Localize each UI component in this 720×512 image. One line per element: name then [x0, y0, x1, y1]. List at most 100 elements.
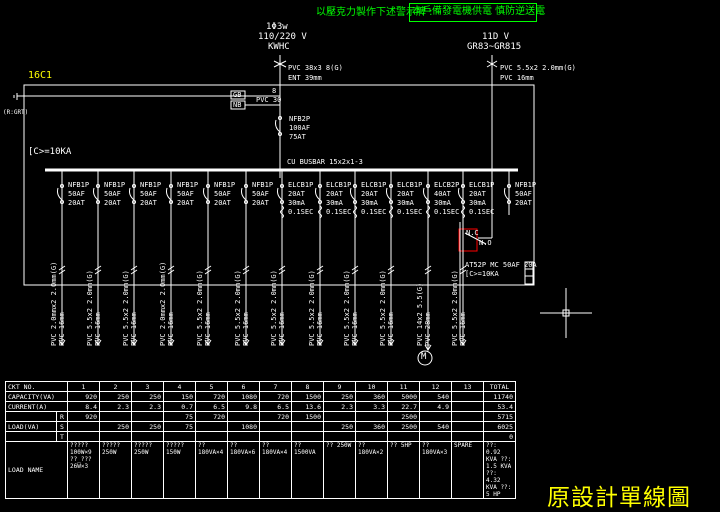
breaker-label: 30mA [434, 199, 451, 207]
breaker-label: 0.1SEC [361, 208, 387, 216]
breaker-label: 20AT [361, 190, 378, 198]
main-phase: 1Φ3w [266, 22, 288, 32]
breaker-contact [461, 184, 465, 188]
breaker-contact [244, 200, 248, 204]
schedule-header-cell: 10 [355, 381, 388, 392]
branch-arrow [204, 339, 212, 346]
conduit-spec: PVC 16mm [204, 312, 212, 346]
cable-spec: PVC 5.5x2 2.0mm(G) [308, 270, 316, 346]
ats-indicator [524, 261, 534, 285]
schedule-cell [419, 411, 452, 422]
branch-arrow [58, 339, 66, 346]
cable-spec: PVC 2.0mmx2 2.0mm(G) [50, 261, 58, 346]
breaker-arc [277, 187, 283, 201]
ats-nc: N.C [466, 229, 479, 237]
breaker-contact [244, 184, 248, 188]
breaker-contact [426, 184, 430, 188]
elcb-coil [389, 205, 393, 219]
breaker-label: ELCB1P [288, 181, 314, 189]
branch-lines [57, 170, 511, 351]
breaker-arc [93, 187, 99, 201]
schedule-header-cell: 5 [195, 381, 228, 392]
conduit-spec: PVC 16mm [459, 312, 467, 346]
breaker-contact [353, 200, 357, 204]
ats-label: AT52P MC 50AF 20A [465, 261, 537, 269]
breaker-label: NFB1P [252, 181, 274, 189]
schedule-cell [259, 431, 292, 442]
cable-spec: PVC 5.5x2 2.0mm(G) [122, 270, 130, 346]
breaker-label: 30mA [326, 199, 343, 207]
load-name-cell: ?? 180VA×2 [355, 441, 388, 499]
warning-sign-text: 本戶備發電機供電 慎防逆送電 [412, 6, 546, 17]
schedule-cell: 150 [163, 391, 196, 402]
breaker-contact [353, 184, 357, 188]
breaker-label: NFB1P [104, 181, 126, 189]
breaker-label: 30mA [469, 199, 486, 207]
schedule-cell [451, 391, 484, 402]
breaker-contact [426, 200, 430, 204]
schedule-cell [451, 421, 484, 432]
schedule-cell [355, 411, 388, 422]
main-breaker-contact [278, 116, 282, 120]
branch-arrow [459, 339, 467, 346]
breaker-label: 20AT [68, 199, 85, 207]
schedule-header-cell: 8 [291, 381, 324, 392]
ground-count: 8 [272, 87, 277, 95]
ground-conduit: PVC 30 [256, 96, 282, 104]
schedule-cell: 1080 [227, 421, 260, 432]
schedule-cell [99, 411, 132, 422]
schedule-cell: 6.5 [195, 401, 228, 412]
schedule-cell: 4.9 [419, 401, 452, 412]
load-name-cell: ?? 250W [323, 441, 356, 499]
branch-arrow [278, 339, 286, 346]
schedule-cell [355, 431, 388, 442]
breaker-label: 20AT [214, 199, 231, 207]
schedule-cell: 250 [99, 391, 132, 402]
cable-tick [459, 265, 467, 271]
breaker-contact [132, 184, 136, 188]
schedule-cell: 22.7 [387, 401, 420, 412]
breaker-label: ELCB1P [397, 181, 423, 189]
schedule-cell: 2.3 [131, 401, 164, 412]
breaker-contact [280, 200, 284, 204]
schedule-cell: 11740 [483, 391, 516, 402]
schedule-cell: 5715 [483, 411, 516, 422]
breaker-label: 50AF [252, 190, 269, 198]
gen-source: GR83~GR815 [467, 42, 522, 52]
breaker-arc [458, 187, 464, 201]
cable-spec: PVC 5.5x2 2.0mm(G) [196, 270, 204, 346]
ats-switch [464, 232, 487, 245]
load-name-cell: ??: 0.92 KVA ??: 1.5 KVA ??: 4.32 KVA ??… [483, 441, 516, 499]
schedule-header-cell: CKT NO. [5, 381, 68, 392]
breaker-label: 20AT [397, 190, 414, 198]
schedule-cell [195, 421, 228, 432]
conduit-spec: PVC 16mm [94, 312, 102, 346]
conduit-spec: PVC 16mm [167, 312, 175, 346]
breaker-label: 50AF [177, 190, 194, 198]
main-conduit: ENT 39mm [288, 74, 322, 82]
breaker-label: NFB1P [214, 181, 236, 189]
schedule-row-label: CAPACITY(VA) [5, 391, 68, 402]
breaker-label: 0.1SEC [434, 208, 460, 216]
cable-tick [58, 269, 66, 275]
schedule-cell: 360 [355, 391, 388, 402]
conduit-spec: PVC 16mm [130, 312, 138, 346]
breaker-arc [166, 187, 172, 201]
cable-tick [242, 269, 250, 275]
breaker-contact [206, 200, 210, 204]
breaker-label: 20AT [515, 199, 532, 207]
breaker-label: 50AF [214, 190, 231, 198]
breaker-arc [203, 187, 209, 201]
cable-spec: PVC 5.5x2 2.0mm(G) [343, 270, 351, 346]
gen-cable: PVC 5.5x2 2.0mm(G) [500, 64, 576, 72]
load-name-cell: ?? 180VA×6 [227, 441, 260, 499]
main-breaker-frame: 100AF [289, 124, 311, 132]
schedule-header-cell: 9 [323, 381, 356, 392]
elcb-coil [353, 205, 357, 219]
schedule-cell: 8.4 [67, 401, 100, 412]
gb-label: GB [233, 91, 242, 99]
cable-tick [130, 265, 138, 271]
